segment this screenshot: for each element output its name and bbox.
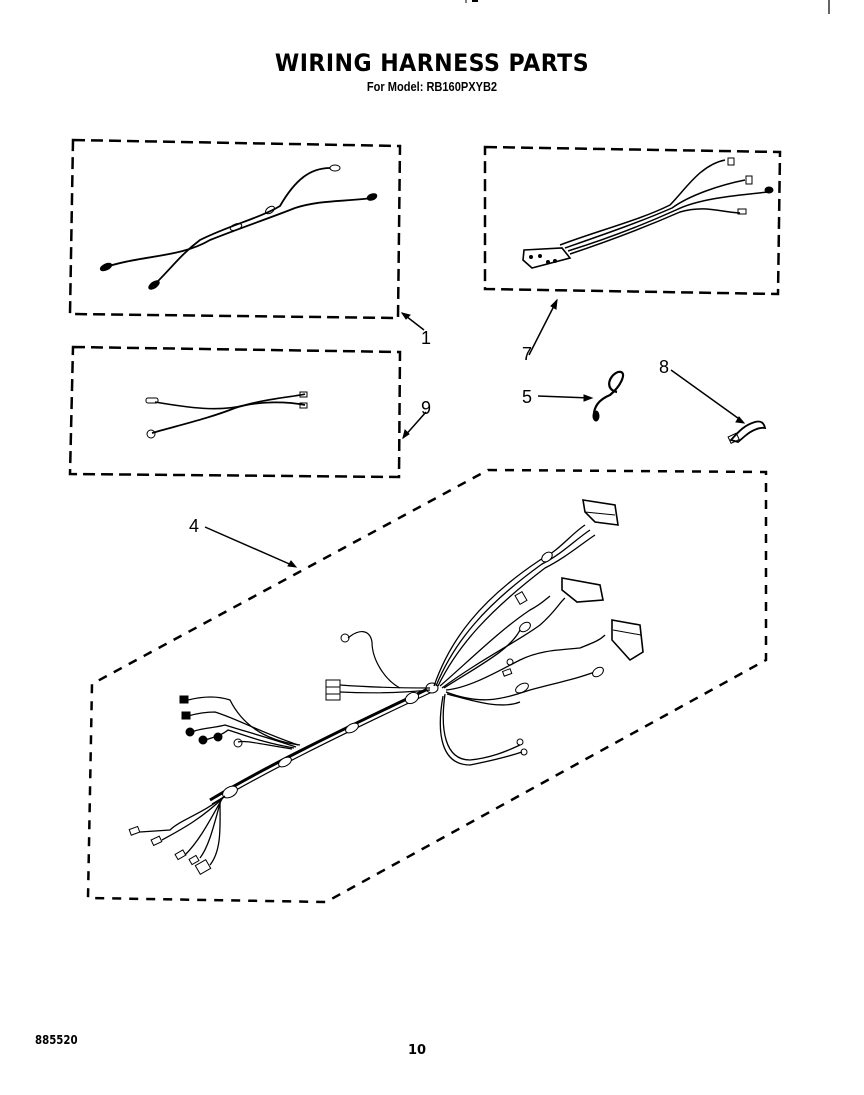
callout-4: 4 [189,516,199,536]
page-number: 10 [408,1043,427,1058]
callout-7: 7 [522,344,532,364]
part-5-group[interactable]: 5 [522,370,625,422]
part-1-group[interactable]: 1 [68,138,431,348]
callout-9: 9 [421,398,431,418]
part-7-group[interactable]: 7 [483,145,782,364]
model-subtitle: For Model: RB160PXYB2 [366,79,498,94]
callout-1: 1 [421,328,431,348]
document-number: 885520 [35,1033,78,1047]
callout-5: 5 [522,387,532,407]
page-title: WIRING HARNESS PARTS [274,49,590,77]
part-9-group[interactable]: 9 [68,345,431,479]
part-4-group[interactable]: 4 [86,468,768,904]
part-8-group[interactable]: 8 [659,357,767,444]
callout-8: 8 [659,357,669,377]
